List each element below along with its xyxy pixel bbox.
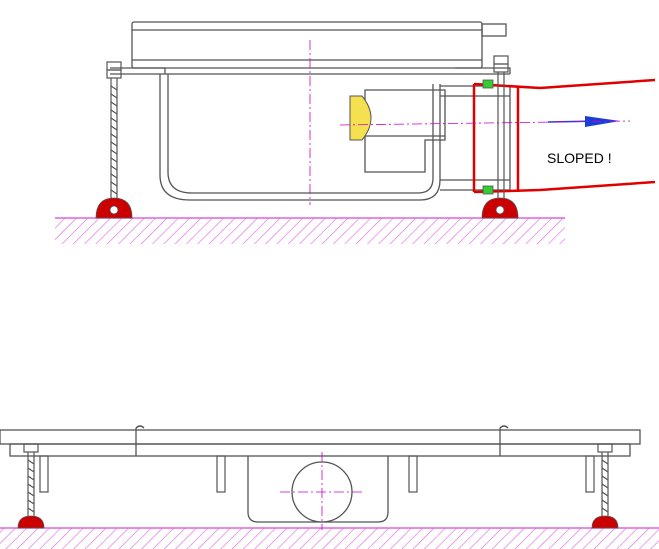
arrow-right-icon — [547, 116, 620, 127]
drain-body — [159, 74, 441, 201]
trap-insert — [364, 89, 446, 173]
elevation-view — [0, 425, 659, 549]
leveling-bolts-bottom — [23, 443, 613, 522]
rubber-foot-bottom-icon — [17, 515, 619, 529]
threaded-bolt-icon — [106, 55, 509, 212]
rubber-foot-icon — [95, 197, 519, 219]
ground-slab-bottom — [0, 527, 659, 549]
support-tabs — [39, 455, 595, 493]
top-frame — [110, 21, 511, 75]
pipe-seals — [482, 79, 494, 195]
flow-label: SLOPED ! — [547, 150, 612, 166]
trap-bell-icon — [349, 95, 372, 141]
drain-sump — [247, 456, 389, 523]
outlet-pipe — [472, 78, 656, 194]
centerlines-top — [309, 40, 631, 205]
section-view: SLOPED ! — [55, 21, 656, 244]
ground-slab-top — [55, 217, 565, 244]
centerlines-bottom — [280, 452, 364, 530]
channel-frame — [0, 425, 641, 457]
